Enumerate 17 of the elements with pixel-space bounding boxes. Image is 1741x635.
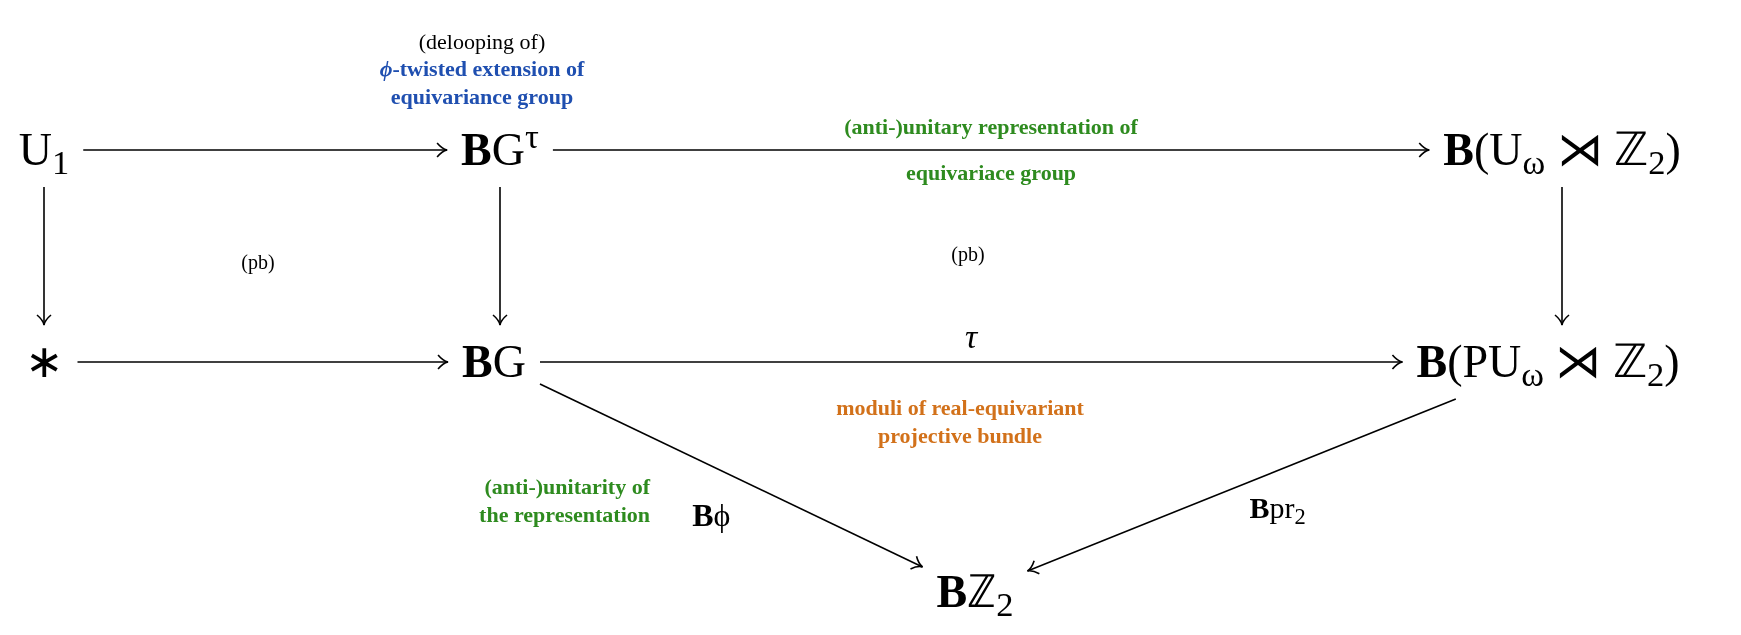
math-object: U$_{1}$ bbox=[18, 127, 70, 173]
caption-note: (delooping of) bbox=[418, 27, 546, 55]
math-object: B(PU$_{ω}$ ⋊ ℤ$_{2}$) bbox=[1416, 339, 1680, 385]
math-object: ∗ bbox=[24, 339, 64, 385]
pullback-note: (pb) bbox=[240, 249, 276, 275]
edge-description: (anti-)unitarity of the representation bbox=[478, 472, 650, 528]
edge-label: (anti-)unitary representation of equivariace group bbox=[843, 113, 1139, 187]
edge-label: τ bbox=[964, 316, 979, 357]
math-object: Bℤ$_{2}$ bbox=[936, 569, 1014, 615]
caption-description: ϕ-twisted extension of equivariance group bbox=[378, 55, 586, 110]
math-object: BG bbox=[462, 339, 526, 385]
edge-label: Bϕ bbox=[691, 496, 732, 536]
math-object: BG$^{τ}$ bbox=[461, 127, 539, 173]
edge-description: moduli of real-equivariant projective bundle bbox=[835, 393, 1085, 449]
pullback-note: (pb) bbox=[950, 241, 986, 267]
edge-label: Bpr$_{2}$ bbox=[1248, 489, 1307, 530]
math-object: B(U$_{ω}$ ⋊ ℤ$_{2}$) bbox=[1443, 127, 1681, 173]
